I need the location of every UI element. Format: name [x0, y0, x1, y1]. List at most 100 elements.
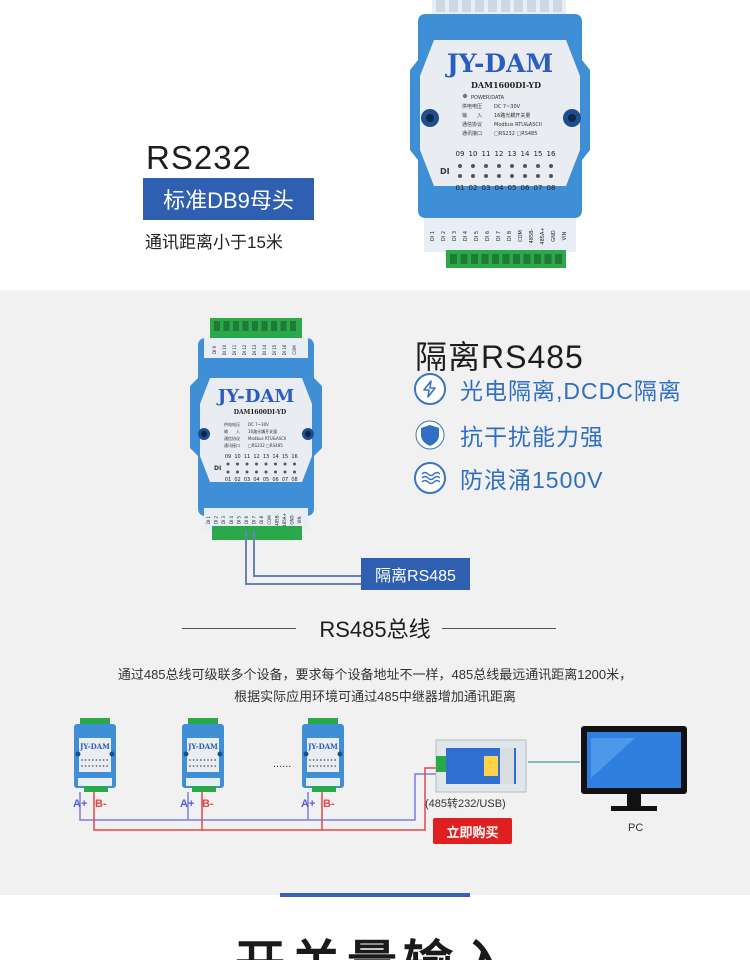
terminal-label: DI 15 — [272, 344, 277, 355]
device-brand-small: JY-DAM — [187, 742, 218, 751]
di-number: 02 — [234, 477, 240, 483]
di-number: 04 — [253, 477, 259, 483]
terminal-label: DI 5 — [236, 516, 241, 525]
di-number: 11 — [482, 150, 491, 158]
feature-surge: 防浪涌1500V — [414, 460, 604, 496]
digital-input-section — [0, 895, 750, 960]
terminal-label: DI 2 — [441, 231, 447, 241]
device-brand-small: JY-DAM — [307, 742, 338, 751]
bus-title: RS485总线 — [319, 617, 431, 642]
di-number: 01 — [456, 184, 465, 192]
terminal-label: GND — [551, 230, 557, 242]
b-minus-label-1: B- — [95, 798, 107, 810]
di-label-medium: DI — [214, 465, 221, 472]
rs485-wire — [245, 530, 362, 585]
spec-value: Modbus RTU&ASCII — [494, 122, 542, 128]
bus-diagram: JY-DAM JY-DAM JY-DAM — [74, 718, 687, 831]
di-number: 16 — [291, 454, 297, 460]
di-number: 09 — [225, 454, 231, 460]
a-plus-label-1: A+ — [73, 798, 88, 810]
di-number: 15 — [282, 454, 288, 460]
spec-value: DC 7~30V — [494, 104, 521, 110]
db9-badge: 标准DB9母头 — [143, 178, 314, 220]
terminal-label: COM — [267, 515, 272, 525]
bus-device-1: JY-DAM — [74, 718, 116, 792]
device-model-medium: DAM1600DI-YD — [234, 409, 287, 416]
feature-anti-interference: 抗干扰能力强 — [414, 417, 604, 453]
di-number: 04 — [495, 184, 504, 192]
spec-value: DC 7~30V — [248, 422, 269, 427]
bus-device-2: JY-DAM — [182, 718, 224, 792]
terminal-label: DI 10 — [222, 344, 227, 355]
spec-value: 16路光耦开关量 — [248, 428, 277, 434]
isolated-rs485-badge: 隔离RS485 — [361, 558, 470, 590]
device-model-large: DAM1600DI-YD — [471, 80, 541, 90]
di-number: 06 — [272, 477, 278, 483]
b-minus-label-3: B- — [323, 798, 335, 810]
spec-key: 供电电压 — [224, 421, 240, 427]
terminal-label: DI 9 — [212, 346, 217, 355]
di-number: 09 — [456, 150, 465, 158]
bus-description-line2: 根据实际应用环境可通过485中继器增加通讯距离 — [234, 689, 516, 704]
feature-isolation: 光电隔离,DCDC隔离 — [414, 371, 682, 407]
spec-value: 16路光耦开关量 — [494, 112, 530, 119]
divider-left — [182, 628, 296, 629]
di-number: 07 — [282, 477, 288, 483]
lightning-icon — [414, 373, 446, 405]
feature-text: 防浪涌1500V — [460, 467, 604, 493]
di-number: 02 — [469, 184, 478, 192]
terminal-label: VIN — [297, 517, 302, 524]
a-plus-label-3: A+ — [301, 798, 316, 810]
buy-now-button[interactable]: 立即购买 — [433, 818, 512, 844]
rs232-section — [0, 0, 750, 290]
rs232-title: RS232 — [146, 139, 252, 176]
device-brand-large: JY-DAM — [445, 49, 553, 78]
terminal-label: DI 4 — [229, 516, 234, 525]
terminal-label: 485A+ — [282, 513, 287, 527]
di-label-large: DI — [440, 167, 450, 176]
shield-icon — [414, 419, 446, 451]
terminal-label: DI 12 — [242, 344, 247, 355]
terminal-label: DI 5 — [474, 231, 480, 241]
terminal-label: DI 11 — [232, 344, 237, 355]
b-minus-label-2: B- — [202, 798, 214, 810]
di-number: 07 — [534, 184, 543, 192]
terminal-label: 485B- — [274, 514, 279, 526]
terminal-label: GND — [290, 515, 295, 524]
section-accent-bar — [280, 893, 470, 897]
spec-key: 通讯接口 — [462, 130, 482, 137]
di-number: 14 — [521, 150, 530, 158]
spec-key: 通信协议 — [462, 121, 482, 128]
terminal-label: DI 14 — [262, 344, 267, 355]
spec-value: Modbus RTU&ASCII — [248, 436, 286, 441]
section-title: 开关量输入 — [0, 924, 750, 960]
feature-text: 抗干扰能力强 — [460, 424, 604, 450]
terminal-label: DI 6 — [485, 231, 491, 241]
di-number: 15 — [534, 150, 543, 158]
isolation-title: 隔离RS485 — [415, 339, 584, 375]
spec-key: 通讯接口 — [224, 442, 240, 448]
di-number: 01 — [225, 477, 231, 483]
di-number: 13 — [263, 454, 269, 460]
di-number: 10 — [469, 150, 478, 158]
feature-text: 光电隔离,DCDC隔离 — [460, 378, 682, 404]
terminal-label: VIN — [562, 231, 568, 240]
di-number: 12 — [495, 150, 504, 158]
rs232-distance-text: 通讯距离小于15米 — [145, 233, 283, 252]
pc-monitor-icon — [581, 726, 687, 811]
di-number: 13 — [508, 150, 517, 158]
di-number: 03 — [244, 477, 250, 483]
terminal-label: DI 7 — [496, 231, 502, 241]
terminal-label: COM — [518, 230, 524, 242]
device-brand-small: JY-DAM — [79, 742, 110, 751]
spec-key: 供电电压 — [462, 103, 482, 110]
terminal-label: DI 2 — [214, 516, 219, 525]
terminal-label: DI 3 — [221, 516, 226, 525]
pc-label: PC — [628, 822, 644, 834]
spec-key: 通信协议 — [224, 435, 240, 441]
bus-description-line1: 通过485总线可级联多个设备，要求每个设备地址不一样，485总线最远通讯距离12… — [117, 667, 633, 682]
spec-key: 输 入 — [224, 428, 240, 434]
di-number: 08 — [291, 477, 297, 483]
